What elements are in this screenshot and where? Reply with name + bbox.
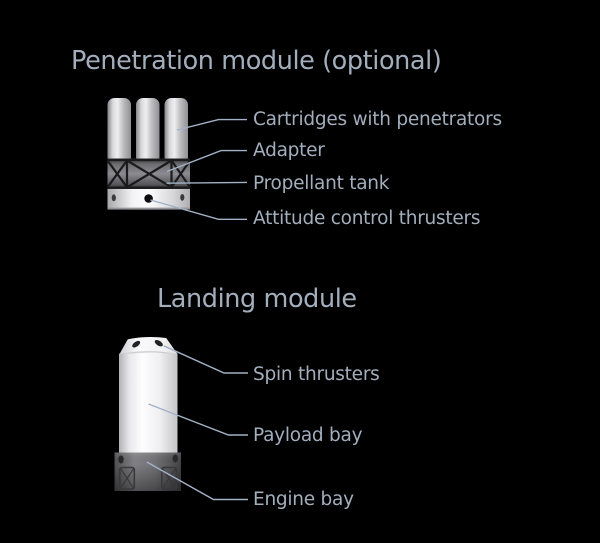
spin-thruster-right (154, 339, 163, 347)
attitude-thruster-nozzle (144, 194, 153, 203)
penetration-module-figure (106, 98, 191, 210)
leader-line-adapter (166, 149, 247, 173)
side-thruster-left (111, 194, 116, 202)
leader-line-cartridges (176, 118, 247, 131)
bay-bolt-right (172, 454, 178, 463)
landing-module-figure (114, 337, 181, 491)
penetration-module-title: Penetration module (optional) (71, 46, 442, 76)
leader-line-propellant-tank (166, 181, 248, 184)
cartridge-2 (136, 98, 160, 164)
leader-line-attitude-thrusters (150, 199, 247, 220)
label-adapter: Adapter (253, 140, 325, 161)
cartridge-1 (107, 98, 131, 164)
engine-bay-shading (114, 452, 181, 491)
landing-module-title: Landing module (157, 284, 357, 314)
leader-line-spin-thrusters (163, 345, 248, 374)
nose-dome (119, 337, 178, 355)
label-payload-bay: Payload bay (253, 425, 363, 446)
label-cartridges-with-penetrators: Cartridges with penetrators (253, 108, 502, 130)
label-spin-thrusters: Spin thrusters (253, 363, 380, 385)
bay-panel-left (119, 466, 136, 490)
label-engine-bay: Engine bay (253, 489, 354, 510)
leader-line-engine-bay (146, 461, 248, 501)
bay-bolt-left (118, 455, 124, 464)
label-propellant-tank: Propellant tank (253, 172, 390, 194)
side-thruster-right (180, 194, 185, 201)
spin-thruster-left (132, 340, 141, 348)
leader-line-payload-bay (148, 403, 248, 436)
payload-bay-body (119, 353, 178, 453)
label-attitude-control-thrusters: Attitude control thrusters (253, 208, 481, 229)
cartridge-3 (164, 98, 188, 164)
